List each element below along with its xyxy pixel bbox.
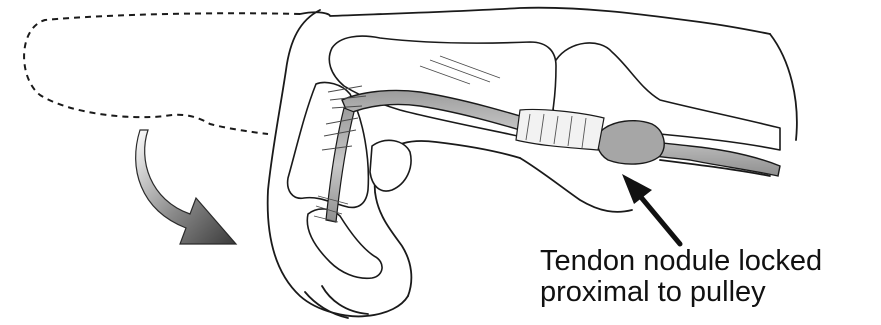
tendon-nodule (597, 121, 664, 164)
curved-arrow-icon (136, 130, 236, 244)
a1-pulley (516, 109, 604, 150)
annotation-line-1: Tendon nodule locked (540, 246, 822, 277)
annotation-label: Tendon nodule locked proximal to pulley (540, 246, 822, 308)
annotation-line-2: proximal to pulley (540, 277, 822, 308)
extended-finger-dashed-outline (24, 13, 300, 134)
straight-arrow-icon (622, 174, 680, 244)
